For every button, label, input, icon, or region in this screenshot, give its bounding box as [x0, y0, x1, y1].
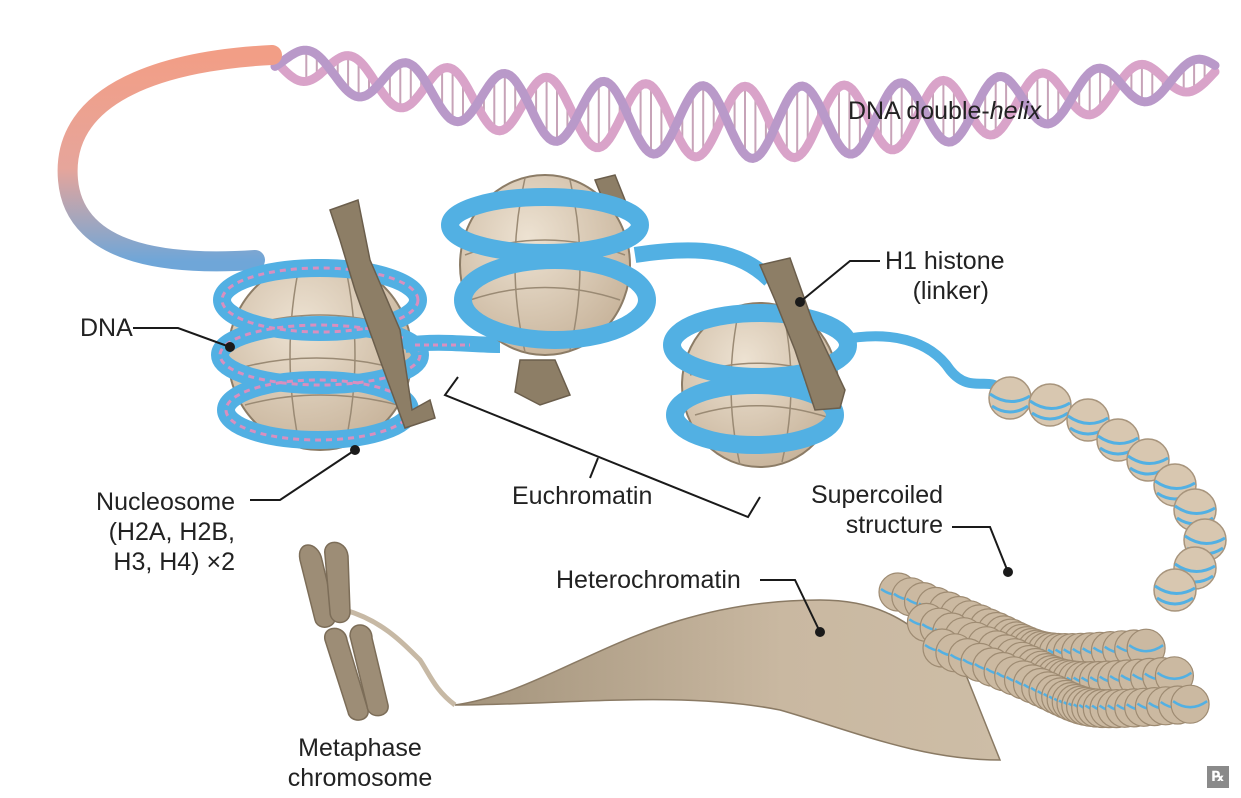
- h1-leader: [799, 260, 880, 303]
- nucleosome-1: [211, 199, 436, 451]
- coil-bead: [1170, 684, 1210, 724]
- heterochromatin-leader: [760, 579, 821, 633]
- label-nucleosome-line2: (H2A, H2B,: [108, 518, 235, 546]
- label-h1-line1: H1 histone: [885, 247, 1005, 275]
- bead-dna-wrap: [1184, 534, 1226, 545]
- euchromatin-bracket: [443, 376, 761, 519]
- nucleosome-2: [441, 174, 656, 406]
- label-dna-double-helix-italic: helix: [989, 97, 1042, 125]
- beads-on-string: [988, 376, 1227, 612]
- nucleosome-leader: [250, 449, 356, 501]
- bead-dna-wrap: [1174, 504, 1216, 515]
- leader-lines: [133, 260, 1013, 637]
- supercoiled-beads: [878, 572, 1210, 729]
- bead-dna-wrap: [1156, 596, 1194, 606]
- dna-leader: [133, 327, 231, 348]
- linker-dna-3: [839, 331, 1005, 394]
- bead-dna-wrap: [1029, 399, 1071, 410]
- coil-dna-wrap: [1156, 671, 1193, 681]
- bead-dna-wrap: [989, 392, 1031, 403]
- linker-dna-2: [633, 242, 776, 286]
- bead-dna-wrap: [1031, 411, 1069, 421]
- supercoiled-leader: [952, 526, 1009, 573]
- bead-dna-wrap: [1067, 414, 1109, 425]
- dna-double-helix: [270, 45, 1220, 163]
- label-euchromatin: Euchromatin: [512, 482, 653, 510]
- label-heterochromatin: Heterochromatin: [556, 566, 741, 594]
- label-dna-double-helix: DNA double-helix: [848, 96, 1041, 126]
- publisher-badge: ℞: [1207, 766, 1229, 788]
- nucleosome-3: [663, 257, 857, 468]
- bead-dna-wrap: [991, 404, 1029, 414]
- helix-strand-a: [270, 51, 1220, 163]
- euchromatin-leader: [589, 457, 599, 479]
- label-h1-histone: H1 histone (linker): [885, 246, 1005, 306]
- metaphase-chromosome: [298, 541, 457, 721]
- bead-dna-wrap: [1127, 454, 1169, 465]
- label-metaphase-chromosome: Metaphase chromosome: [280, 733, 440, 793]
- bead-dna-wrap: [1154, 584, 1196, 595]
- heterochromatin-fiber: [454, 599, 1002, 761]
- label-supercoiled: Supercoiled structure: [803, 480, 943, 540]
- label-metaphase-line2: chromosome: [287, 764, 433, 792]
- label-supercoiled-line1: Supercoiled: [810, 481, 943, 509]
- bead-dna-wrap: [1154, 479, 1196, 490]
- dna-tail-strand: [57, 45, 282, 272]
- label-h1-line2: (linker): [912, 277, 989, 305]
- bead-dna-wrap: [1174, 562, 1216, 573]
- helix-strand-b: [270, 45, 1220, 163]
- label-dna-double-helix-prefix: DNA double-: [848, 97, 990, 125]
- label-supercoiled-line2: structure: [845, 511, 943, 539]
- bead-dna-wrap: [1097, 434, 1139, 445]
- coil-dna-wrap: [1128, 644, 1164, 653]
- coil-dna-wrap: [1172, 700, 1208, 709]
- label-nucleosome-line1: Nucleosome: [96, 488, 235, 516]
- label-nucleosome: Nucleosome (H2A, H2B, H3, H4) ×2: [80, 487, 235, 577]
- label-dna: DNA: [80, 314, 133, 342]
- label-nucleosome-line3: H3, H4) ×2: [113, 548, 235, 576]
- label-metaphase-line1: Metaphase: [298, 734, 422, 762]
